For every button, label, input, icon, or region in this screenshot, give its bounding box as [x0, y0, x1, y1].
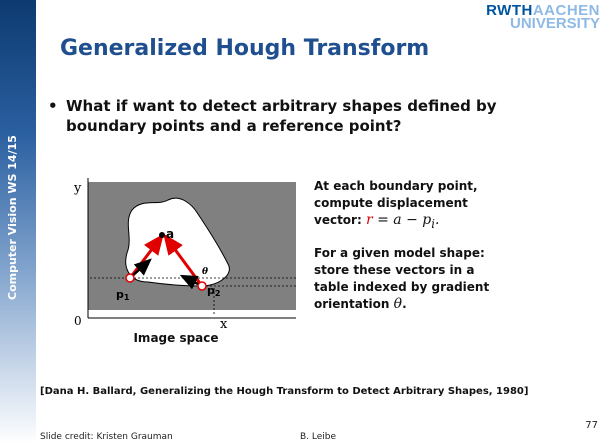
logo-rwth: RWTH: [486, 2, 533, 19]
reference-point-a: [159, 232, 165, 238]
displacement-equation: r = a − pi.: [365, 212, 440, 231]
figure-caption: Image space: [133, 331, 219, 345]
label-p2: p2: [207, 284, 220, 298]
para2-text: For a given model shape: store these vec…: [314, 245, 490, 311]
logo-university: UNIVERSITY: [509, 15, 600, 32]
rwth-logo: RWTHAACHEN UNIVERSITY: [486, 2, 600, 32]
bullet-text: What if want to detect arbitrary shapes …: [66, 97, 497, 135]
sidebar-course-label: Computer Vision WS 14/15: [6, 135, 19, 300]
logo-aachen: AACHEN: [532, 2, 600, 19]
x-axis-label: x: [220, 317, 228, 330]
bullet-dot: •: [48, 97, 58, 115]
bullet-point: • What if want to detect arbitrary shape…: [48, 96, 568, 136]
para1-text: At each boundary point, compute displace…: [314, 179, 478, 227]
explanation-para-1: At each boundary point, compute displace…: [314, 178, 504, 233]
theta-symbol: θ: [393, 295, 403, 312]
label-a: a: [166, 227, 174, 241]
boundary-point-p1: [125, 273, 135, 283]
author: B. Leibe: [300, 432, 337, 442]
hough-figure: y 0 x a θ θ p1 p2: [70, 170, 300, 334]
citation: [Dana H. Ballard, Generalizing the Hough…: [40, 386, 529, 397]
page-number: 77: [585, 420, 598, 431]
sidebar: Computer Vision WS 14/15: [0, 0, 36, 444]
label-theta1: θ: [138, 263, 144, 273]
explanation-text: At each boundary point, compute displace…: [314, 178, 504, 325]
slide-title: Generalized Hough Transform: [60, 36, 430, 61]
slide-credit: Slide credit: Kristen Grauman: [40, 432, 173, 442]
label-p1: p1: [116, 288, 130, 302]
y-axis-label: y: [73, 181, 82, 196]
boundary-point-p2: [197, 281, 207, 291]
label-theta2: θ: [202, 267, 208, 277]
explanation-para-2: For a given model shape: store these vec…: [314, 245, 490, 312]
origin-label: 0: [74, 314, 82, 328]
image-space-diagram: y 0 x a θ θ p1 p2: [73, 178, 296, 332]
